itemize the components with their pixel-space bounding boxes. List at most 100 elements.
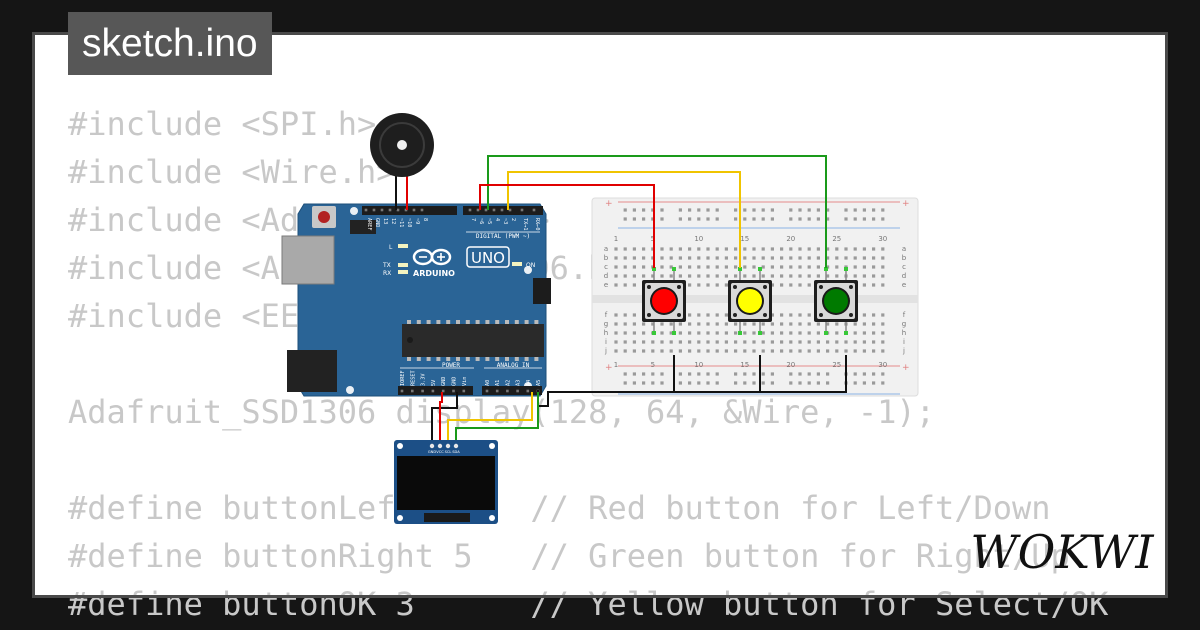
column-number: 1 <box>614 235 618 243</box>
power-header <box>398 386 473 395</box>
row-letter: a <box>604 245 608 253</box>
digital-pin-label: ~11 <box>398 218 404 227</box>
code-line: Adafruit_SSD1306 display(128, 64, &Wire,… <box>68 393 935 431</box>
digital-pin-label: ~6 <box>478 218 484 224</box>
row-letter: e <box>604 281 608 289</box>
row-letter: h <box>604 329 608 337</box>
atmega-chip <box>402 324 544 357</box>
rail-plus-top-right: + <box>902 199 910 209</box>
filename-label: sketch.ino <box>82 22 258 65</box>
digital-pin-label: ~5 <box>486 218 492 224</box>
code-line: #define buttonLeft 2 // Red button for L… <box>68 489 1051 527</box>
digital-pin-label: AREF <box>366 218 372 231</box>
column-number: 30 <box>878 235 887 243</box>
code-line: #define buttonOK 3 // Yellow button for … <box>68 585 1109 623</box>
row-letter: f <box>903 311 906 319</box>
row-letter: i <box>605 338 607 346</box>
button-cap[interactable] <box>738 289 762 313</box>
filename-tab[interactable]: sketch.ino <box>68 12 272 75</box>
column-number: 25 <box>832 235 841 243</box>
analog-pin-label: A3 <box>516 380 522 386</box>
button-cap[interactable] <box>652 289 676 313</box>
row-letter: j <box>604 347 607 355</box>
row-letter: b <box>604 254 609 262</box>
row-letter: c <box>902 263 906 271</box>
power-pin-label: GND <box>441 377 447 386</box>
digital-pin-label: ~9 <box>414 218 420 224</box>
power-pin-label: 5V <box>431 380 437 386</box>
button-cap[interactable] <box>824 289 848 313</box>
column-number: 20 <box>786 361 795 369</box>
buzzer[interactable] <box>370 113 434 210</box>
column-number: 10 <box>694 361 703 369</box>
led-tx-label: TX <box>382 262 391 269</box>
oled-pin-label: VCC <box>436 450 444 454</box>
pushbutton-red[interactable] <box>642 267 686 335</box>
column-number: 30 <box>878 361 887 369</box>
digital-pin-label: GND <box>374 218 380 227</box>
power-pin-label: GND <box>452 377 458 386</box>
wires <box>431 155 847 446</box>
analog-pin-label: A5 <box>536 380 542 386</box>
oled-pin-label: SDA <box>452 450 460 454</box>
wire-oled-sda <box>455 392 539 446</box>
arduino-logo-icon <box>412 248 452 266</box>
oled-pin-label: SCL <box>445 450 452 454</box>
wire-oled-scl <box>447 392 533 446</box>
oled-pin-label: GND <box>428 450 436 454</box>
code-line: #include <SPI.h> <box>68 105 377 143</box>
rail-plus-top: + <box>605 199 613 209</box>
column-number: 15 <box>740 235 749 243</box>
analog-pin-label: A0 <box>485 380 491 386</box>
wire-oled-gnd <box>431 392 458 446</box>
digital-pin-label: TX→1 <box>522 218 528 231</box>
row-letter: g <box>604 320 608 328</box>
row-letter: b <box>902 254 907 262</box>
wire-gnd-green <box>760 355 847 393</box>
row-letter: a <box>902 245 906 253</box>
column-number: 15 <box>740 361 749 369</box>
power-pin-label: RESET <box>410 370 416 386</box>
rail-plus-bottom: + <box>605 363 613 373</box>
code-line: #include <Wire.h> <box>68 153 396 191</box>
usb-port <box>281 235 335 285</box>
digital-header-left <box>362 206 457 215</box>
digital-pin-label: 12 <box>390 218 396 224</box>
led-on-label: ON <box>526 262 535 269</box>
digital-pin-label: 7 <box>470 218 476 221</box>
row-letter: f <box>605 311 608 319</box>
pushbutton-green[interactable] <box>814 267 858 335</box>
row-letter: i <box>903 338 905 346</box>
digital-pin-label: 13 <box>382 218 388 224</box>
wire-yellow-button <box>507 171 741 268</box>
pushbuttons[interactable] <box>642 267 858 335</box>
analog-label: ANALOG IN <box>497 362 530 369</box>
column-number: 1 <box>614 361 618 369</box>
power-pin-label: IOREF <box>400 370 406 386</box>
wire-green-button <box>487 155 827 268</box>
analog-pin-label: A1 <box>495 380 501 386</box>
row-letter: d <box>902 272 906 280</box>
digital-pin-label: 4 <box>494 218 500 221</box>
code-line: #define buttonRight 5 // Green button fo… <box>68 537 1070 575</box>
pushbutton-yellow[interactable] <box>728 267 772 335</box>
digital-pin-label: 2 <box>510 218 516 221</box>
power-pin-label: 3.3V <box>421 374 427 387</box>
column-number: 20 <box>786 235 795 243</box>
digital-label: DIGITAL (PWM ~) <box>476 233 530 240</box>
analog-pin-label: A4 <box>526 380 532 386</box>
column-number: 10 <box>694 235 703 243</box>
row-letter: h <box>902 329 906 337</box>
column-number: 25 <box>832 361 841 369</box>
power-jack <box>287 350 337 392</box>
oled-screen <box>397 456 495 510</box>
wokwi-logo[interactable]: WOKWI <box>970 525 1154 579</box>
